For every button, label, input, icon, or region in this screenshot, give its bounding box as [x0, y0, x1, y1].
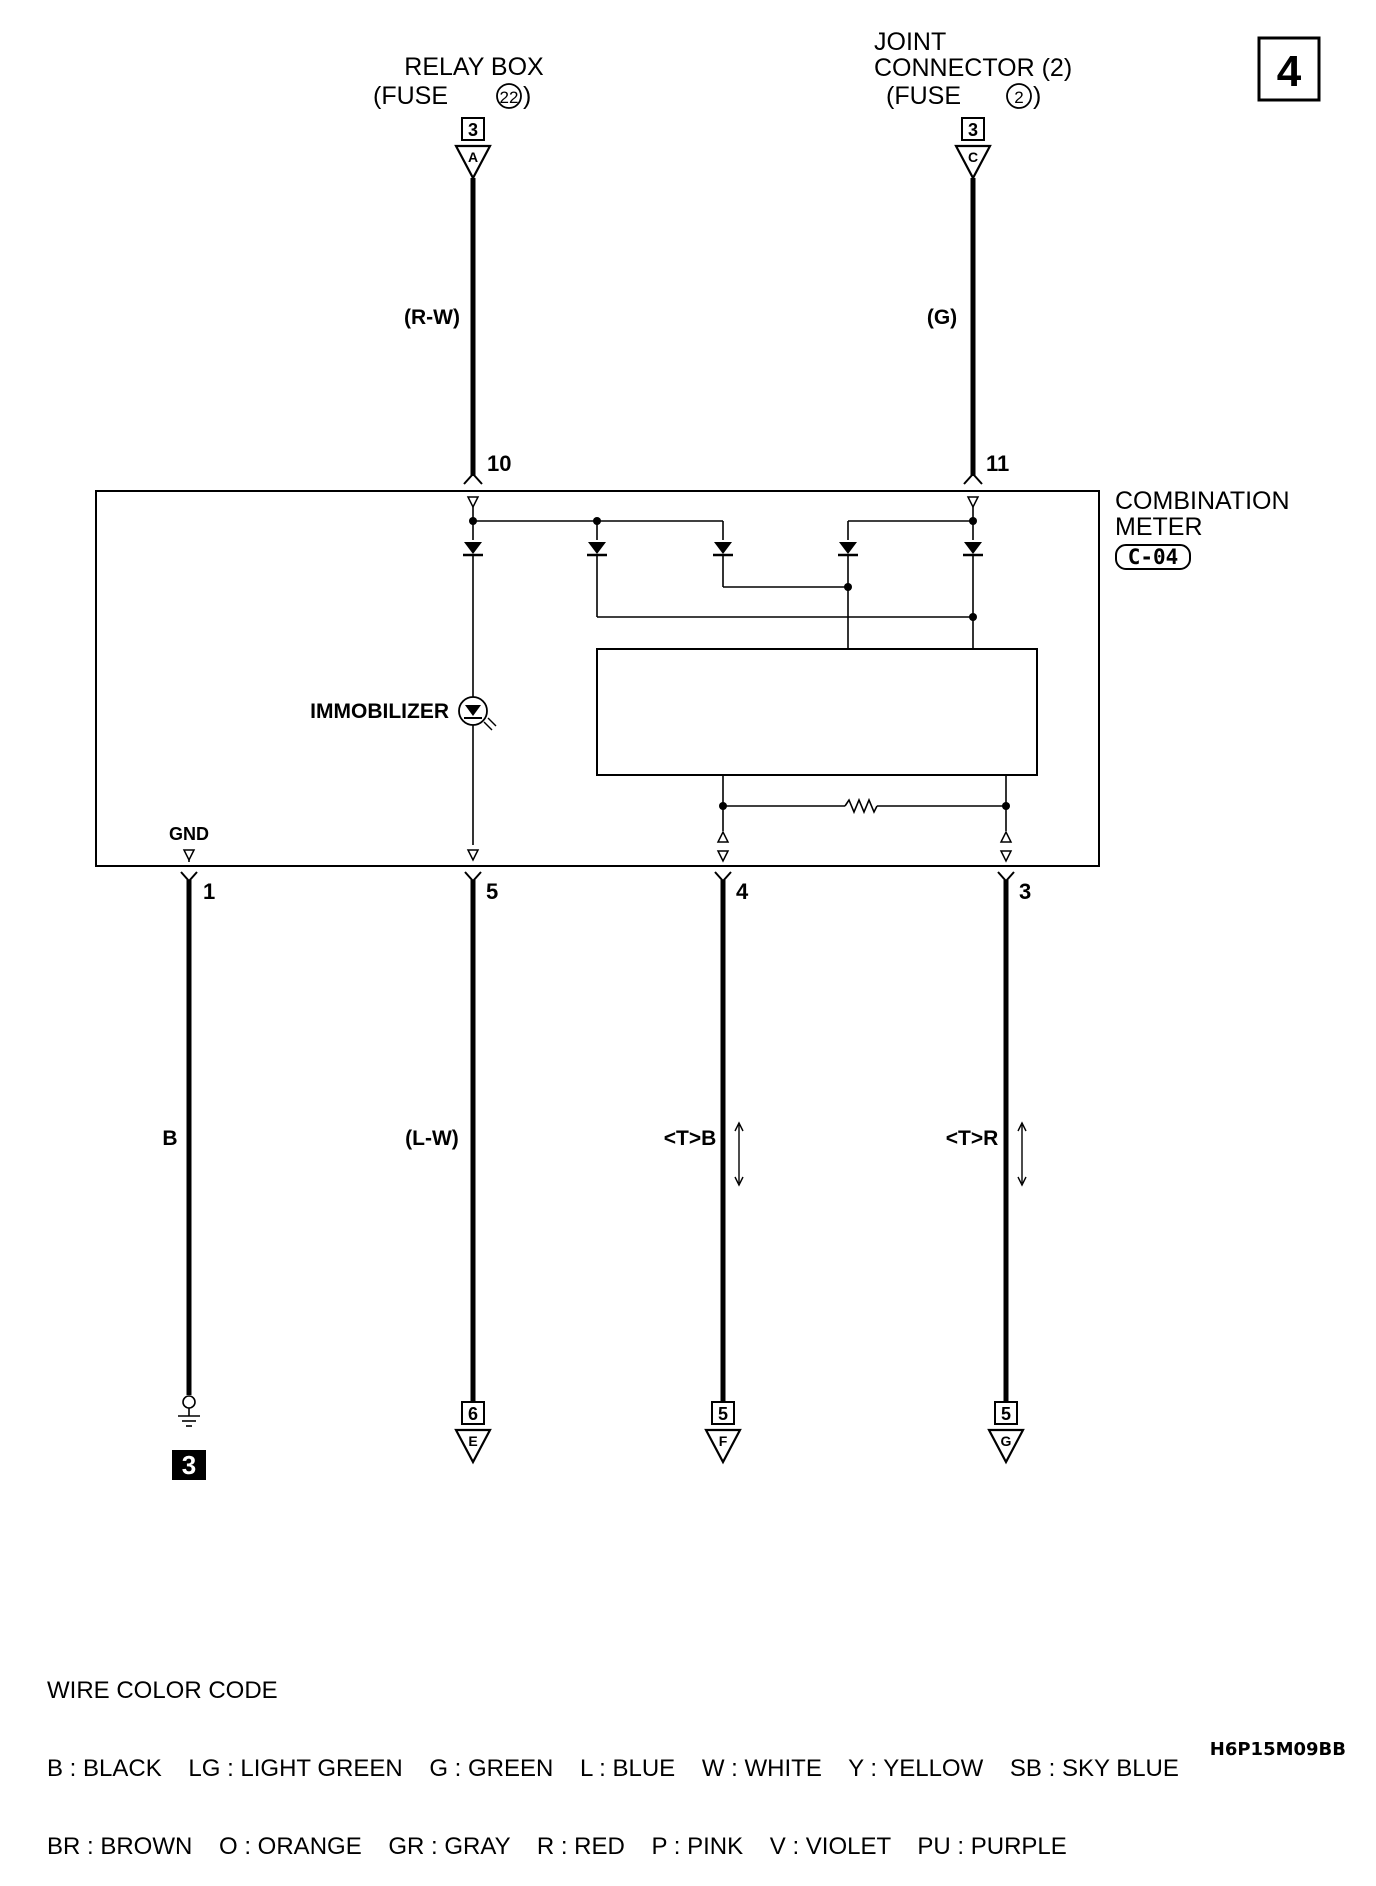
communication-arrow [734, 1121, 744, 1187]
joint-conn-letter: C [968, 149, 978, 165]
internal-pin-marker [467, 849, 479, 861]
joint-fuse-label: (FUSE [886, 82, 961, 110]
terminal-mark [997, 871, 1015, 883]
internal-pin-marker [717, 850, 729, 862]
terminal-mark [963, 472, 983, 485]
ground-wire: 1 B 3 [162, 871, 215, 1480]
meter-control-module [596, 648, 1038, 776]
terminal-mark [714, 871, 732, 883]
legend-title: WIRE COLOR CODE [47, 1677, 278, 1704]
ground-symbol [178, 1395, 200, 1427]
pin-11-label: 11 [986, 451, 1009, 476]
relay-box-label: RELAY BOX [404, 53, 544, 81]
meter-outline [95, 490, 1100, 867]
relay-box-fuse-number: 22 [500, 88, 519, 107]
wire-t-r-label: <T>R [946, 1127, 999, 1150]
immobilizer-label: IMMOBILIZER [310, 700, 449, 723]
conn-f-letter: F [719, 1433, 728, 1449]
immobilizer-lamp [458, 696, 497, 731]
internal-pin-marker [967, 496, 979, 508]
conn-e-letter: E [468, 1433, 477, 1449]
pin-1-label: 1 [203, 879, 215, 904]
page-number: 4 [1277, 47, 1302, 96]
communication-arrow [1017, 1121, 1027, 1187]
conn-e-number: 6 [468, 1404, 478, 1424]
pin-10-label: 10 [487, 451, 511, 476]
connector-number-box [461, 1401, 485, 1425]
gnd-label: GND [169, 824, 209, 844]
pin-5-label: 5 [486, 879, 498, 904]
conn-g-number: 5 [1001, 1404, 1011, 1424]
diode [711, 540, 735, 557]
ground-reference-box [172, 1450, 206, 1480]
wire-b-label: B [162, 1127, 177, 1150]
joint-fuse-close: ) [1033, 82, 1041, 110]
internal-pin-marker [1000, 850, 1012, 862]
internal-pin-marker [1000, 831, 1012, 843]
meter-name-line2: METER [1115, 513, 1203, 541]
conn-f-number: 5 [718, 1404, 728, 1424]
junction-dots [469, 517, 1010, 810]
joint-fuse-number: 2 [1014, 88, 1023, 107]
internal-pin-marker [183, 849, 195, 861]
terminal-mark [463, 472, 483, 485]
legend-line-1: B : BLACK LG : LIGHT GREEN G : GREEN L :… [47, 1755, 1179, 1782]
terminal-mark [180, 871, 198, 883]
meter-name-line1: COMBINATION [1115, 487, 1290, 515]
document-id: H6P15M09BB [1209, 1739, 1346, 1760]
wire-color-legend: WIRE COLOR CODE B : BLACK LG : LIGHT GRE… [47, 1626, 1179, 1886]
terminal-mark [464, 871, 482, 883]
page-number-badge: 4 [1257, 36, 1321, 102]
connector-number-box [461, 117, 485, 141]
meter-connector-box [1115, 544, 1191, 570]
connector-number-box [994, 1401, 1018, 1425]
joint-connector-label: CONNECTOR (2) [874, 54, 1072, 82]
connector-number-box [711, 1401, 735, 1425]
internal-pin-marker [717, 831, 729, 843]
pin-4-label: 4 [736, 879, 749, 904]
ground-reference-number: 3 [182, 1450, 196, 1480]
connector-arrow [454, 1428, 492, 1465]
fuse-number-circle [496, 83, 522, 109]
connector-arrow [954, 144, 992, 181]
pin-3-label: 3 [1019, 879, 1031, 904]
meter-connector-id: C-04 [1128, 545, 1179, 569]
connector-arrow [454, 144, 492, 181]
combination-meter: COMBINATION METER C-04 [95, 487, 1290, 867]
joint-connector-source: JOINT CONNECTOR (2) (FUSE 2 ) 3 C (G) 11 [874, 28, 1072, 485]
wiring-diagram: 4 RELAY BOX (FUSE 22 ) 3 A (R-W) 10 JOIN… [95, 28, 1321, 1480]
diode [461, 540, 485, 557]
relay-box-source: RELAY BOX (FUSE 22 ) 3 A (R-W) 10 [373, 53, 544, 485]
diode [961, 540, 985, 557]
l-w-wire: 5 (L-W) 6 E [405, 871, 498, 1465]
t-r-wire: 3 <T>R 5 G [946, 871, 1031, 1465]
joint-conn-number: 3 [968, 120, 978, 140]
connector-arrow [987, 1428, 1025, 1465]
wire-g-label: (G) [927, 306, 957, 329]
relay-box-conn-number: 3 [468, 120, 478, 140]
diode [836, 540, 860, 557]
joint-label: JOINT [874, 28, 946, 56]
wire-l-w-label: (L-W) [405, 1127, 459, 1150]
fuse-number-circle [1006, 83, 1032, 109]
relay-box-conn-letter: A [468, 149, 478, 165]
connector-number-box [961, 117, 985, 141]
wire-t-b-label: <T>B [664, 1127, 717, 1150]
wire-r-w-label: (R-W) [404, 306, 460, 329]
conn-g-letter: G [1001, 1433, 1012, 1449]
relay-box-fuse-label: (FUSE [373, 82, 448, 110]
t-b-wire: 4 <T>B 5 F [664, 871, 749, 1465]
internal-pin-marker [467, 496, 479, 508]
relay-box-fuse-close: ) [523, 82, 531, 110]
legend-line-2: BR : BROWN O : ORANGE GR : GRAY R : RED … [47, 1833, 1067, 1860]
diode [585, 540, 609, 557]
connector-arrow [704, 1428, 742, 1465]
